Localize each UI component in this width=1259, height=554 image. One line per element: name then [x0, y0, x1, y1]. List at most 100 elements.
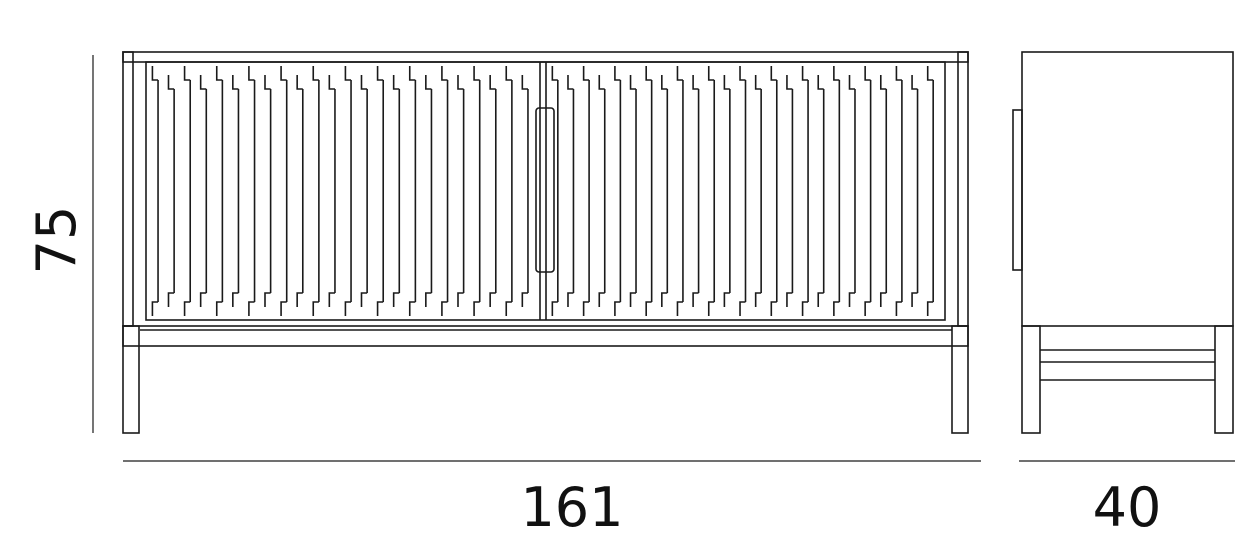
right-door-slat-top-notch-7: [645, 66, 652, 81]
left-door-slat-bottom-notch-12: [328, 292, 335, 307]
right-door-slat-top-notch-8: [661, 75, 668, 90]
left-door-slat-top-notch-24: [521, 75, 528, 90]
left-door-slat-bottom-notch-19: [441, 301, 448, 316]
right-door-slat-bottom-notch-20: [848, 292, 855, 307]
right-door-slat-bottom-notch-2: [567, 292, 574, 307]
right-door-slat-bottom-notch-4: [598, 292, 605, 307]
right-door-slat-bottom-notch-7: [645, 301, 652, 316]
front-right-leg: [951, 325, 969, 434]
left-door-slat-top-notch-6: [232, 75, 239, 90]
left-door-slat-bottom-notch-9: [280, 301, 287, 316]
left-door-slat-bottom-notch-3: [183, 301, 191, 316]
left-door-slat-bottom-notch-20: [457, 292, 464, 307]
right-door-slat-bottom-notch-23: [895, 301, 902, 316]
right-door-slat-bottom-notch-3: [582, 301, 590, 316]
right-door-slat-top-notch-1: [551, 66, 558, 81]
right-door-slat-bottom-notch-14: [754, 292, 762, 307]
right-door-slat-bottom-notch-13: [739, 301, 746, 316]
right-door-slat-top-notch-12: [723, 75, 730, 90]
right-door-slat-top-notch-4: [598, 75, 605, 90]
depth-dimension-label: 40: [1093, 476, 1162, 539]
right-door-slat-bottom-notch-5: [614, 301, 621, 316]
left-door-slat-top-notch-13: [344, 66, 352, 81]
right-door-slat-top-notch-21: [864, 66, 871, 81]
left-door-slat-bottom-notch-14: [360, 292, 368, 307]
bottom-rail: [122, 325, 969, 347]
left-side-post: [122, 51, 134, 327]
height-dimension-label: 75: [25, 206, 88, 275]
left-door-slat-bottom-notch-21: [473, 301, 480, 316]
right-door-slat-bottom-notch-8: [661, 292, 668, 307]
left-door-slat-top-notch-9: [280, 66, 287, 81]
top-board: [122, 51, 969, 63]
side-handle-profile: [1012, 109, 1023, 271]
left-door-slat-top-notch-23: [505, 66, 512, 81]
width-dimension-label: 161: [520, 476, 623, 539]
right-door-slat-top-notch-9: [676, 66, 683, 81]
left-door-slat-bottom-notch-10: [296, 292, 303, 307]
left-door-slat-bottom-notch-15: [376, 301, 384, 316]
left-door-slat-top-notch-21: [473, 66, 480, 81]
left-door-slat-top-notch-22: [489, 75, 496, 90]
side-view: [1012, 51, 1234, 434]
right-door-slat-bottom-notch-15: [770, 301, 777, 316]
right-door-slat-top-notch-10: [692, 75, 699, 90]
left-door-slat-top-notch-4: [199, 75, 207, 90]
right-side-post: [957, 51, 969, 327]
right-door-slat-bottom-notch-25: [926, 301, 934, 316]
door-handle[interactable]: [535, 107, 555, 273]
left-door-slat-bottom-notch-18: [425, 292, 432, 307]
right-door-slat-bottom-notch-22: [879, 292, 887, 307]
left-door-slat-bottom-notch-17: [408, 301, 416, 316]
front-view: [122, 51, 969, 434]
right-door-slat-bottom-notch-21: [864, 301, 871, 316]
right-door-slat-top-notch-18: [817, 75, 824, 90]
right-door-slat-bottom-notch-6: [629, 292, 637, 307]
side-front-leg: [1021, 325, 1041, 434]
left-door-slat-bottom-notch-24: [521, 292, 528, 307]
left-door-slat-bottom-notch-5: [215, 301, 223, 316]
right-door-slat-bottom-notch-18: [817, 292, 824, 307]
right-door-slat-top-notch-6: [629, 75, 637, 90]
left-door-slat-bottom-notch-16: [392, 292, 400, 307]
right-door-slat-top-notch-20: [848, 75, 855, 90]
left-door-slat-bottom-notch-4: [199, 292, 207, 307]
right-door-slat-top-notch-13: [739, 66, 746, 81]
left-door-slat-bottom-notch-22: [489, 292, 496, 307]
right-door-slat-top-notch-15: [770, 66, 777, 81]
door-slats: [151, 66, 934, 316]
right-door-slat-bottom-notch-1: [551, 301, 558, 316]
right-door-slat-bottom-notch-11: [707, 301, 715, 316]
left-door-slat-bottom-notch-13: [344, 301, 352, 316]
left-door-slat-top-notch-18: [425, 75, 432, 90]
right-door-slat-top-notch-14: [754, 75, 762, 90]
right-door-slat-top-notch-19: [833, 66, 840, 81]
left-door-slat-top-notch-7: [248, 66, 255, 81]
side-back-leg: [1214, 325, 1234, 434]
left-door-slat-bottom-notch-11: [312, 301, 319, 316]
left-door-slat-bottom-notch-2: [167, 292, 175, 307]
right-door-slat-bottom-notch-16: [786, 292, 793, 307]
left-door-slat-top-notch-2: [167, 75, 175, 90]
right-door-slat-top-notch-22: [879, 75, 887, 90]
right-door-slat-bottom-notch-24: [911, 292, 918, 307]
left-door-slat-top-notch-10: [296, 75, 303, 90]
left-door-slat-top-notch-14: [360, 75, 368, 90]
left-door-slat-top-notch-5: [215, 66, 223, 81]
right-door-slat-top-notch-3: [582, 66, 590, 81]
left-door-slat-bottom-notch-7: [248, 301, 255, 316]
left-door-slat-top-notch-1: [151, 66, 159, 81]
left-door-slat-bottom-notch-23: [505, 301, 512, 316]
left-door-slat-top-notch-19: [441, 66, 448, 81]
right-door-slat-top-notch-16: [786, 75, 793, 90]
right-door-slat-top-notch-5: [614, 66, 621, 81]
left-door-slat-top-notch-3: [183, 66, 191, 81]
right-door-slat-bottom-notch-17: [801, 301, 809, 316]
right-door-slat-top-notch-17: [801, 66, 809, 81]
left-door-slat-top-notch-16: [392, 75, 400, 90]
left-door-slat-top-notch-15: [376, 66, 384, 81]
left-door-slat-bottom-notch-6: [232, 292, 239, 307]
front-left-leg: [122, 325, 140, 434]
left-door-slat-top-notch-8: [264, 75, 271, 90]
